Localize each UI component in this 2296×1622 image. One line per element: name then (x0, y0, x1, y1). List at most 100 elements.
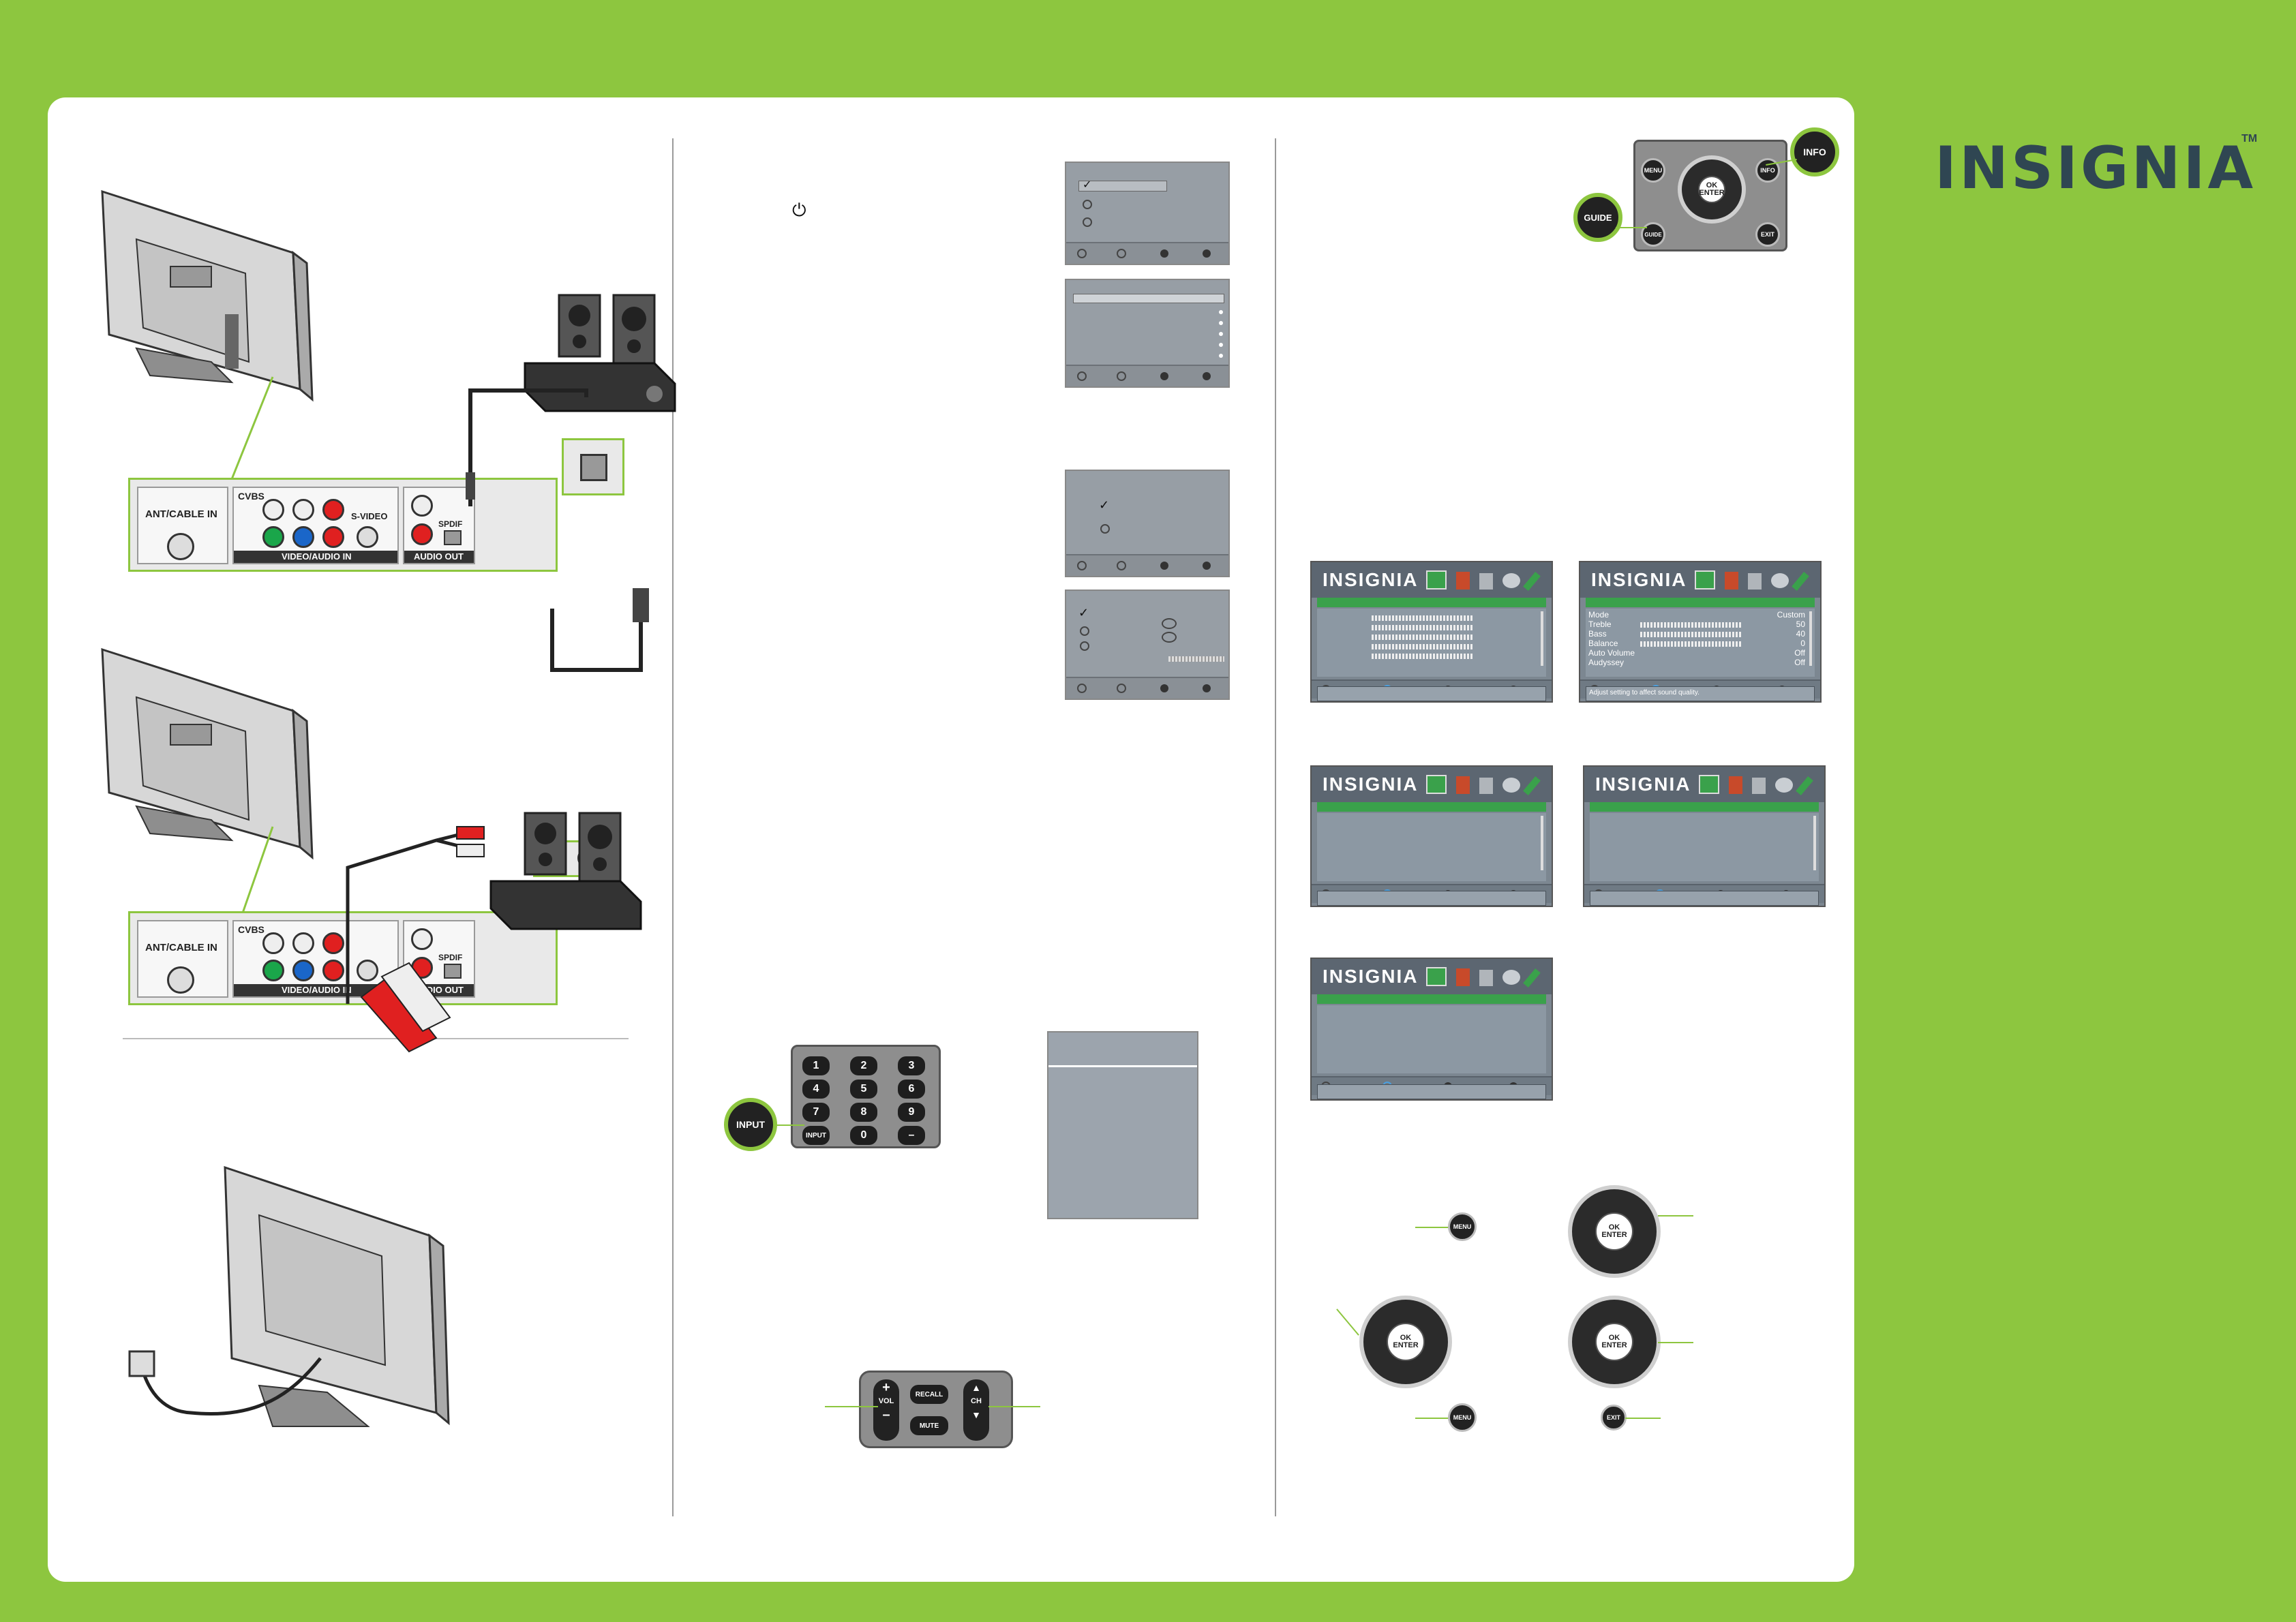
info-button[interactable]: INFO (1755, 158, 1780, 183)
usb-tab-icon[interactable] (1523, 968, 1541, 988)
bass-slider[interactable] (1640, 632, 1741, 637)
ch-rocker[interactable]: ▲ CH ▼ (963, 1379, 989, 1441)
osd-help-text: Adjust setting to affect sound quality. (1589, 689, 1700, 697)
guide-button[interactable]: GUIDE (1641, 222, 1665, 247)
channel-tab-icon[interactable] (1748, 573, 1762, 590)
usb-tab-icon[interactable] (1792, 572, 1809, 591)
move-icon (1077, 561, 1087, 570)
logo-text: INSIGNIA (1935, 134, 2256, 202)
vol-label: VOL (878, 1397, 894, 1405)
key-2[interactable]: 2 (850, 1056, 877, 1075)
ok-enter-button[interactable]: OK ENTER (1387, 1323, 1425, 1361)
key-8[interactable]: 8 (850, 1103, 877, 1122)
menu-dot-icon (1160, 684, 1168, 692)
vol-rocker[interactable]: + VOL – (873, 1379, 899, 1441)
scrollbar[interactable] (1813, 816, 1816, 870)
scrollbar[interactable] (1809, 611, 1812, 666)
settings-tab-icon[interactable] (1771, 573, 1789, 588)
channel-tab-icon[interactable] (1479, 778, 1493, 794)
tv-back-illustration (101, 189, 314, 402)
key-5[interactable]: 5 (850, 1080, 877, 1099)
scrollbar[interactable] (1541, 611, 1543, 666)
dash-key[interactable]: – (898, 1126, 925, 1145)
mute-button[interactable]: MUTE (910, 1416, 948, 1435)
screen-footer (1066, 677, 1228, 699)
picture-tab-icon[interactable] (1426, 775, 1447, 794)
osd-row-value: Custom (1777, 610, 1805, 619)
exit-dot-icon (1203, 562, 1211, 570)
channel-tab-icon[interactable] (1752, 778, 1766, 794)
input-key[interactable]: INPUT (802, 1126, 830, 1145)
channel-tab-icon[interactable] (1479, 970, 1493, 986)
key-1[interactable]: 1 (802, 1056, 830, 1075)
key-6[interactable]: 6 (898, 1080, 925, 1099)
treble-slider[interactable] (1640, 622, 1741, 628)
ok-enter-button[interactable]: OK ENTER (1595, 1212, 1633, 1251)
settings-tab-icon[interactable] (1502, 778, 1520, 793)
settings-tab-icon[interactable] (1502, 573, 1520, 588)
dpad-step[interactable]: OK ENTER (1359, 1296, 1452, 1388)
osd-brand: INSIGNIA (1323, 569, 1419, 590)
exit-button[interactable]: EXIT (1755, 222, 1780, 247)
setup-screen-language: ✓ (1065, 162, 1230, 265)
exit-dot-icon (1203, 684, 1211, 692)
audio-tab-icon[interactable] (1456, 776, 1470, 794)
menu-step-button[interactable]: MENU (1448, 1403, 1477, 1432)
usb-tab-icon[interactable] (1523, 572, 1541, 591)
picture-tab-icon[interactable] (1426, 967, 1447, 986)
speaker-system-icon (524, 294, 676, 412)
channel-tab-icon[interactable] (1479, 573, 1493, 590)
list-bullet (1219, 321, 1223, 325)
balance-slider[interactable] (1640, 641, 1741, 647)
picture-tab-icon[interactable] (1426, 570, 1447, 590)
setup-screen-country (1065, 279, 1230, 388)
coax-jack (167, 533, 194, 560)
scrollbar[interactable] (1541, 816, 1543, 870)
exit-step-button[interactable]: EXIT (1601, 1405, 1627, 1430)
audio-tab-icon[interactable] (1725, 572, 1738, 590)
dpad-step[interactable]: OK ENTER (1568, 1296, 1661, 1388)
audio-tab-icon[interactable] (1729, 776, 1742, 794)
usb-tab-icon[interactable] (1523, 776, 1541, 795)
info-callout-button[interactable]: INFO (1790, 127, 1839, 177)
audio-tab-icon[interactable] (1456, 572, 1470, 590)
key-7[interactable]: 7 (802, 1103, 830, 1122)
radio-option (1083, 200, 1092, 209)
key-9[interactable]: 9 (898, 1103, 925, 1122)
picture-tab-icon[interactable] (1695, 570, 1715, 590)
menu-button[interactable]: MENU (1641, 158, 1665, 183)
radio-option (1083, 217, 1092, 227)
key-3[interactable]: 3 (898, 1056, 925, 1075)
recall-button[interactable]: RECALL (910, 1385, 948, 1404)
audio-tab-icon[interactable] (1456, 968, 1470, 986)
check-icon: ✓ (1099, 498, 1110, 512)
key-4[interactable]: 4 (802, 1080, 830, 1099)
ok-label: OK (1400, 1334, 1412, 1342)
settings-tab-icon[interactable] (1775, 778, 1793, 793)
osd-audio-menu: INSIGNIA (1310, 561, 1553, 703)
check-icon: ✓ (1083, 179, 1092, 191)
video-audio-in-panel: CVBS VIDEO/AUDIO IN (232, 920, 399, 998)
osd-row-label: Bass (1588, 629, 1607, 639)
speaker-system-icon (489, 812, 642, 930)
optical-jack-detail (580, 454, 607, 481)
picture-tab-icon[interactable] (1699, 775, 1719, 794)
ok-enter-button[interactable]: OK ENTER (1595, 1323, 1633, 1361)
ok-enter-button[interactable]: OK ENTER (1698, 176, 1725, 203)
usb-tab-icon[interactable] (1796, 776, 1813, 795)
dpad-step[interactable]: OK ENTER (1568, 1185, 1661, 1278)
ok-label: OK (1706, 181, 1718, 189)
menu-step-button[interactable]: MENU (1448, 1212, 1477, 1241)
osd-audio-menu: INSIGNIA Mode Custom Treble 50 Bass 40 B… (1579, 561, 1822, 703)
dpad[interactable]: OK ENTER (1678, 155, 1746, 224)
osd-brand: INSIGNIA (1323, 774, 1419, 795)
enter-label: ENTER (1393, 1341, 1419, 1349)
list-bullet (1219, 343, 1223, 347)
select-icon (1117, 249, 1126, 258)
key-0[interactable]: 0 (850, 1126, 877, 1145)
settings-tab-icon[interactable] (1502, 970, 1520, 985)
osd-help-bar (1317, 1084, 1546, 1099)
input-callout-button[interactable]: INPUT (724, 1098, 777, 1151)
ant-cable-label: ANT/CABLE IN (145, 508, 217, 520)
guide-callout-button[interactable]: GUIDE (1573, 193, 1622, 242)
